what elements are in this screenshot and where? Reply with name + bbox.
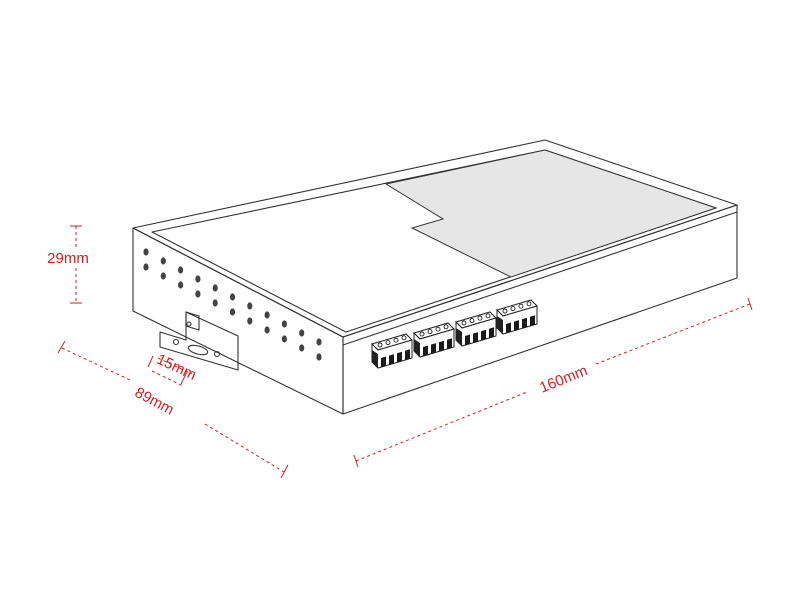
front-rim-line xyxy=(342,211,738,346)
vent-hole xyxy=(299,329,305,337)
vent-hole xyxy=(247,317,253,325)
mounting-bracket xyxy=(159,311,239,371)
vent-hole xyxy=(160,272,166,280)
vent-hole xyxy=(247,302,253,310)
vent-hole xyxy=(264,311,270,319)
vent-hole xyxy=(195,290,201,298)
vent-holes xyxy=(143,248,322,361)
vent-hole xyxy=(212,299,218,307)
vent-hole xyxy=(299,344,305,352)
vent-hole xyxy=(160,257,166,265)
terminal-block xyxy=(371,333,413,369)
bracket-label: 15mm xyxy=(154,351,199,384)
vent-hole xyxy=(281,320,287,328)
terminal-block xyxy=(455,311,497,347)
vent-hole xyxy=(143,263,149,271)
vent-hole xyxy=(316,338,322,346)
vent-hole xyxy=(229,308,236,316)
vent-hole xyxy=(229,293,236,301)
terminal-blocks xyxy=(371,299,538,369)
label-area xyxy=(384,149,718,278)
vent-hole xyxy=(195,275,201,283)
depth-label: 89mm xyxy=(132,384,177,419)
bracket-screw xyxy=(186,321,192,327)
front-face xyxy=(342,204,738,415)
vent-hole xyxy=(143,248,149,256)
device-body xyxy=(132,139,738,415)
vent-hole xyxy=(212,284,218,292)
height-label: 29mm xyxy=(47,250,89,267)
left-side-face xyxy=(132,227,344,415)
vent-hole xyxy=(316,353,322,361)
vent-hole xyxy=(178,266,184,274)
height-dimension: 29mm xyxy=(40,225,96,304)
terminal-block xyxy=(413,322,455,358)
bracket-hole-right xyxy=(213,350,221,358)
bracket-hole-left xyxy=(172,338,180,346)
length-dimension: 160mm xyxy=(353,297,753,468)
vent-hole xyxy=(264,326,270,334)
vent-hole xyxy=(281,335,287,343)
vent-hole xyxy=(178,281,184,289)
bracket-slot xyxy=(187,344,209,356)
terminal-block xyxy=(496,299,538,335)
length-label: 160mm xyxy=(537,362,590,397)
